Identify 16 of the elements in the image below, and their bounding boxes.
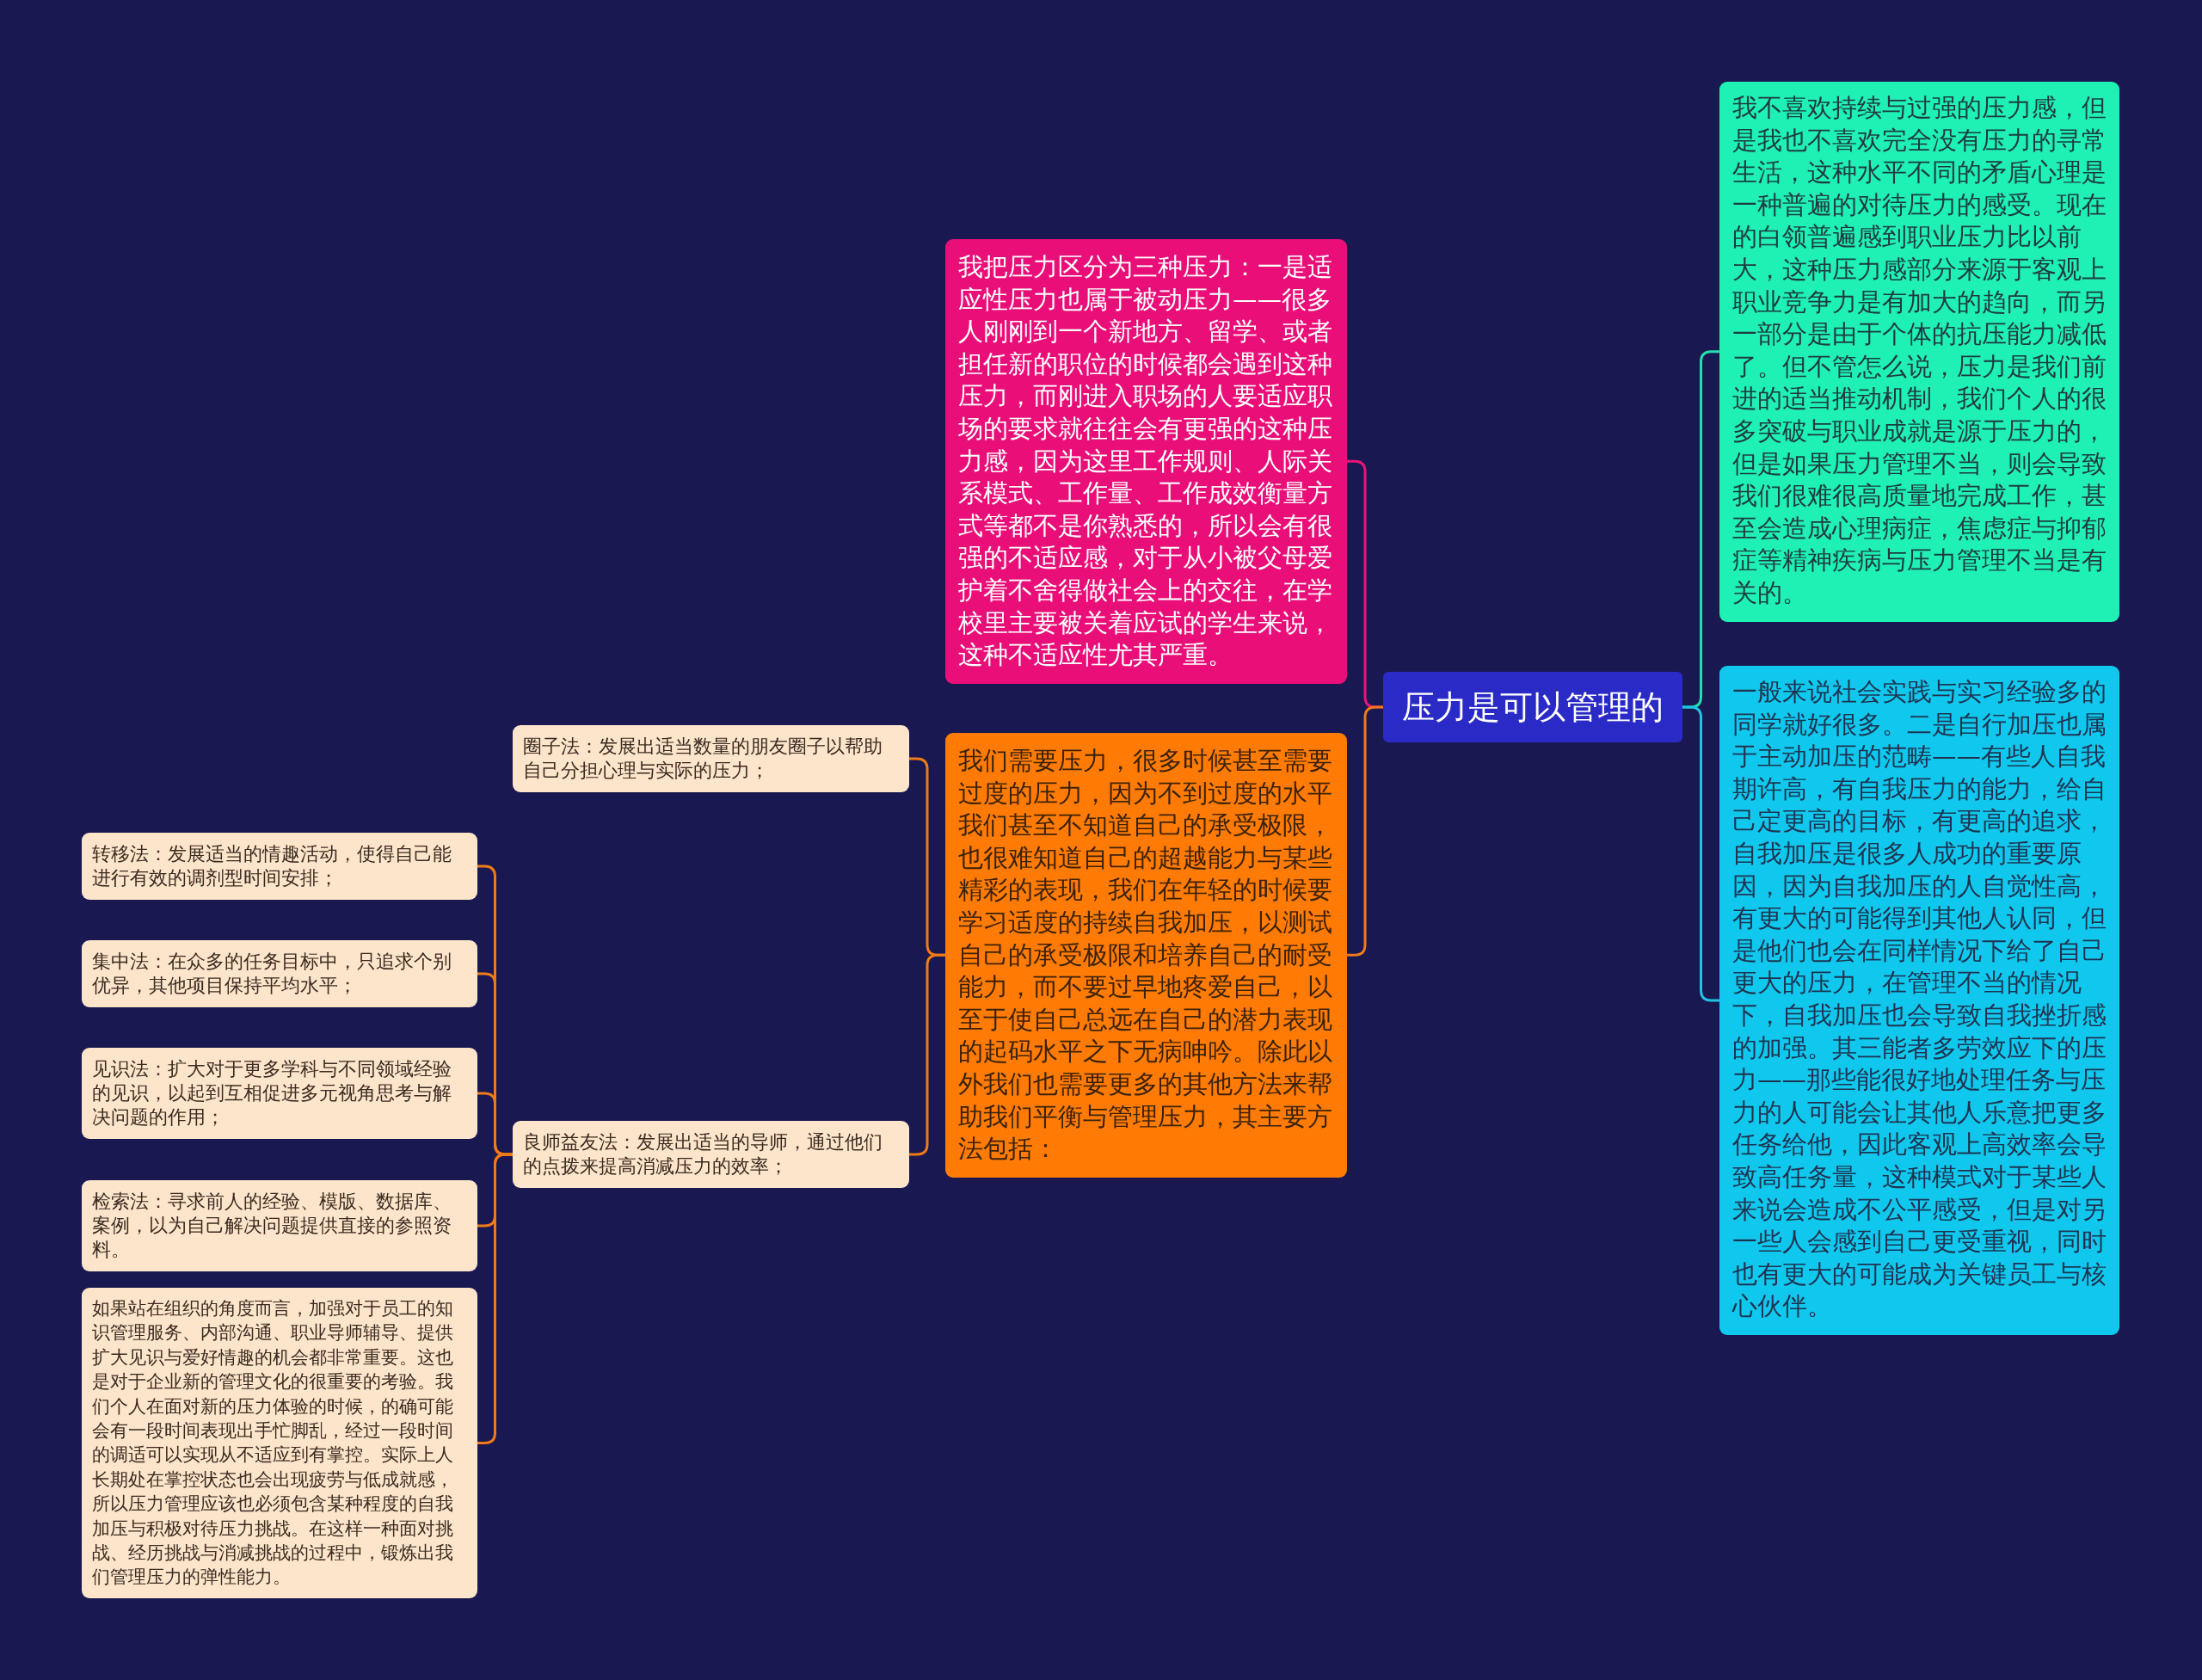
subtopic-box: 见识法：扩大对于更多学科与不同领域经验的见识，以起到互相促进多元视角思考与解决问题的作用； bbox=[82, 1048, 477, 1139]
subtopic-box: 检索法：寻求前人的经验、模版、数据库、案例，以为自己解决问题提供直接的参照资料。 bbox=[82, 1180, 477, 1271]
connector-line bbox=[477, 1153, 513, 1444]
subtopic-box: 良师益友法：发展出适当的导师，通过他们的点拨来提高消减压力的效率； bbox=[513, 1121, 909, 1188]
connector-line bbox=[1347, 705, 1383, 957]
subtopic-box: 集中法：在众多的任务目标中，只追求个别优异，其他项目保持平均水平； bbox=[82, 940, 477, 1007]
topic-box: 我们需要压力，很多时候甚至需要过度的压力，因为不到过度的水平我们甚至不知道自己的承受极限，也很难知道自己的超越能力与某些精彩的表现，我们在年轻的时候要学习适度的持续自我加压，以测试自己的承受极限和培养自己的耐受能力，而不要过早地疼爱自己，以至于使自己总远在自己的潜力表现的起码水平之下无病呻吟。除此以外我们也需要更多的其他方法来帮助我们平衡与管理压力，其主要方法包括： bbox=[945, 733, 1347, 1178]
subtopic-box: 如果站在组织的角度而言，加强对于员工的知识管理服务、内部沟通、职业导师辅导、提供扩大见识与爱好情趣的机会都非常重要。这也是对于企业新的管理文化的很重要的考验。我们个人在面对新的压力体验的时候，的确可能会有一段时间表现出手忙脚乱，经过一段时间的调适可以实现从不适应到有掌控。实际上人长期处在掌控状态也会出现疲劳与低成就感，所以压力管理应该也必须包含某种程度的自我加压与积极对待压力挑战。在这样一种面对挑战、经历挑战与消减挑战的过程中，锻炼出我们管理压力的弹性能力。 bbox=[82, 1288, 477, 1598]
connector-line bbox=[1682, 705, 1719, 1002]
topic-box: 一般来说社会实践与实习经验多的同学就好很多。二是自行加压也属于主动加压的范畴——有些人自我期许高，有自我压力的能力，给自己定更高的目标，有更高的追求，自我加压是很多人成功的重要原因，因为自我加压的人自觉性高，有更大的可能得到其他人认同，但是他们也会在同样情况下给了自己更大的压力，在管理不当的情况下，自我加压也会导致自我挫折感的加强。其三能者多劳效应下的压力——那些能很好地处理任务与压力的人可能会让其他人乐意把更多任务给他，因此客观上高效率会导致高任务量，这种模式对于某些人来说会造成不公平感受，但是对另一些人会感到自己更受重视，同时也有更大的可能成为关键员工与核心伙伴。 bbox=[1719, 666, 2119, 1335]
central-topic-box: 压力是可以管理的 bbox=[1383, 672, 1682, 742]
connector-line bbox=[909, 953, 945, 1156]
subtopic-box: 圈子法：发展出适当数量的朋友圈子以帮助自己分担心理与实际的压力； bbox=[513, 725, 909, 792]
topic-box: 我把压力区分为三种压力：一是适应性压力也属于被动压力——很多人刚刚到一个新地方、留学、或者担任新的职位的时候都会遇到这种压力，而刚进入职场的人要适应职场的要求就往往会有更强的这种压力感，因为这里工作规则、人际关系模式、工作量、工作成效衡量方式等都不是你熟悉的，所以会有很强的不适应感，对于从小被父母爱护着不舍得做社会上的交往，在学校里主要被关着应试的学生来说，这种不适应性尤其严重。 bbox=[945, 239, 1347, 684]
topic-box: 我不喜欢持续与过强的压力感，但是我也不喜欢完全没有压力的寻常生活，这种水平不同的矛盾心理是一种普遍的对待压力的感受。现在的白领普遍感到职业压力比以前大，这种压力感部分来源于客观上职业竞争力是有加大的趋向，而另一部分是由于个体的抗压能力减低了。但不管怎么说，压力是我们前进的适当推动机制，我们个人的很多突破与职业成就是源于压力的，但是如果压力管理不当，则会导致我们很难很高质量地完成工作，甚至会造成心理病症，焦虑症与抑郁症等精神疾病与压力管理不当是有关的。 bbox=[1719, 82, 2119, 622]
subtopic-box: 转移法：发展适当的情趣活动，使得自己能进行有效的调剂型时间安排； bbox=[82, 833, 477, 900]
